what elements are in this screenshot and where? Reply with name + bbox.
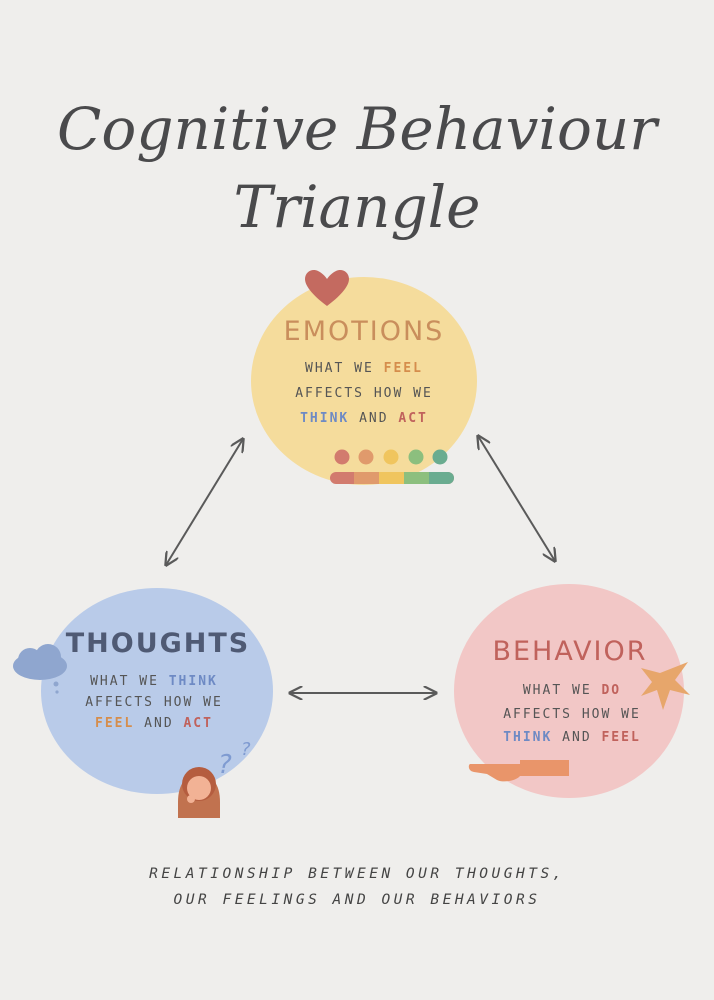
emotions-line-2: AFFECTS HOW WE bbox=[295, 386, 433, 401]
thoughts-act-highlight: ACT bbox=[183, 716, 213, 731]
behavior-line-1: WHAT WE DO bbox=[442, 683, 702, 698]
behavior-line-3: THINK AND FEEL bbox=[442, 730, 702, 745]
arrow-emotions-thoughts bbox=[166, 439, 243, 565]
behavior-heading: BEHAVIOR bbox=[492, 636, 648, 667]
pointing-hand-icon bbox=[468, 760, 569, 782]
behavior-and-text: AND bbox=[552, 730, 602, 745]
emotions-heading: EMOTIONS bbox=[283, 316, 445, 347]
behavior-think-highlight: THINK bbox=[503, 730, 553, 745]
thought-cloud-icon bbox=[13, 644, 67, 694]
thoughts-line-1-text: WHAT WE bbox=[90, 674, 169, 689]
emotions-think-highlight: THINK bbox=[300, 411, 350, 426]
behavior-line-2: AFFECTS HOW WE bbox=[503, 707, 641, 722]
emotions-line-3: THINK AND ACT bbox=[234, 411, 494, 426]
arrow-emotions-behavior bbox=[478, 436, 555, 561]
emotions-and-text: AND bbox=[349, 411, 399, 426]
thoughts-line-3: FEEL AND ACT bbox=[24, 716, 284, 731]
emotions-feel-highlight: FEEL bbox=[383, 361, 423, 376]
emotions-act-highlight: ACT bbox=[398, 411, 428, 426]
thoughts-and-text: AND bbox=[134, 716, 184, 731]
thoughts-think-highlight: THINK bbox=[168, 674, 218, 689]
thoughts-line-2: AFFECTS HOW WE bbox=[85, 695, 223, 710]
thoughts-feel-highlight: FEEL bbox=[95, 716, 135, 731]
behavior-do-highlight: DO bbox=[601, 683, 622, 698]
title-line-1: Cognitive Behaviour bbox=[57, 95, 657, 163]
footer-line-2: OUR FEELINGS AND OUR BEHAVIORS bbox=[173, 892, 541, 908]
emotions-line-1-text: WHAT WE bbox=[305, 361, 384, 376]
title-line-2: Triangle bbox=[233, 173, 481, 241]
svg-text:?: ? bbox=[218, 750, 232, 780]
svg-text:?: ? bbox=[241, 739, 251, 760]
mood-scale-icon bbox=[330, 449, 454, 484]
thinking-person-icon bbox=[178, 767, 220, 818]
behavior-line-1-text: WHAT WE bbox=[522, 683, 602, 698]
thoughts-heading: THOUGHTS bbox=[65, 628, 251, 659]
behavior-feel-highlight: FEEL bbox=[601, 730, 641, 745]
thoughts-circle bbox=[41, 588, 273, 794]
question-marks-icon: ? ? bbox=[218, 739, 251, 780]
thoughts-line-1: WHAT WE THINK bbox=[24, 674, 284, 689]
heart-icon bbox=[305, 269, 349, 306]
footer-line-1: RELATIONSHIP BETWEEN OUR THOUGHTS, bbox=[149, 866, 565, 882]
emotions-line-1: WHAT WE FEEL bbox=[234, 361, 494, 376]
star-burst-icon bbox=[641, 662, 690, 710]
